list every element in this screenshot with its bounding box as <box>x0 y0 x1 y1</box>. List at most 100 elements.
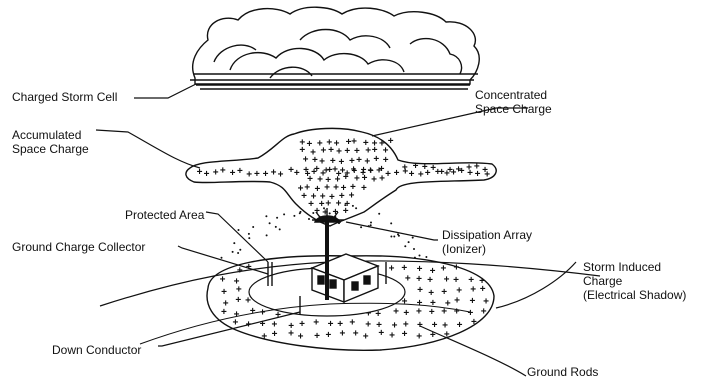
dissipation-line-1: Dissipation Array <box>442 228 532 242</box>
plus-mark: + <box>298 331 304 342</box>
field-dot <box>370 222 372 224</box>
plus-mark: + <box>288 329 294 340</box>
label-dissipation-array: Dissipation Array (Ionizer) <box>442 228 532 256</box>
label-storm-induced-charge: Storm Induced Charge (Electrical Shadow) <box>583 260 686 302</box>
plus-mark: + <box>303 154 309 165</box>
plus-mark: + <box>430 163 436 174</box>
plus-mark: + <box>471 317 477 328</box>
plus-mark: + <box>349 318 355 329</box>
field-dot <box>370 224 372 226</box>
field-dot <box>390 236 392 238</box>
plus-mark: + <box>301 191 307 202</box>
field-dot <box>352 205 354 207</box>
plus-mark: + <box>213 168 219 179</box>
plus-mark: + <box>250 306 256 317</box>
plus-mark: + <box>389 263 395 274</box>
plus-mark: + <box>328 145 334 156</box>
plus-mark: + <box>440 263 446 274</box>
plus-mark: + <box>417 285 423 296</box>
plus-mark: + <box>402 329 408 340</box>
plus-mark: + <box>230 168 236 179</box>
label-ground-rods: Ground Rods <box>527 365 598 379</box>
plus-mark: + <box>388 136 394 147</box>
plus-mark: + <box>378 328 384 339</box>
plus-mark: + <box>481 306 487 317</box>
plus-mark: + <box>197 167 203 178</box>
label-down-conductor: Down Conductor <box>52 343 141 357</box>
plus-mark: + <box>325 330 331 341</box>
plus-mark: + <box>221 287 227 298</box>
field-dot <box>221 257 223 259</box>
field-dot <box>308 218 310 220</box>
field-dot <box>378 213 380 215</box>
field-dot <box>355 207 357 209</box>
field-dot <box>323 207 325 209</box>
plus-mark: + <box>453 263 459 274</box>
plus-mark: + <box>237 166 243 177</box>
plus-mark: + <box>261 332 267 343</box>
storm-induced-line-1: Storm Induced <box>583 260 686 274</box>
dissipation-line-2: (Ionizer) <box>442 242 532 256</box>
plus-mark: + <box>447 165 453 176</box>
plus-mark: + <box>454 307 460 318</box>
label-concentrated-space-charge: Concentrated Space Charge <box>475 88 552 116</box>
plus-mark: + <box>371 174 377 185</box>
plus-mark: + <box>272 329 278 340</box>
plus-mark: + <box>263 169 269 180</box>
field-dot <box>404 245 406 247</box>
plus-mark: + <box>469 296 475 307</box>
field-dot <box>266 234 268 236</box>
field-dot <box>232 251 234 253</box>
plus-mark: + <box>246 170 252 181</box>
label-ground-charge-collector: Ground Charge Collector <box>12 240 145 254</box>
plus-mark: + <box>393 307 399 318</box>
plus-mark: + <box>361 183 367 194</box>
plus-mark: + <box>441 287 447 298</box>
field-dot <box>293 215 295 217</box>
field-dot <box>397 233 399 235</box>
field-dot <box>425 256 427 258</box>
plus-mark: + <box>363 331 369 342</box>
field-dot <box>248 233 250 235</box>
plus-mark: + <box>260 307 266 318</box>
plus-mark: + <box>339 328 345 339</box>
plus-mark: + <box>405 273 411 284</box>
plus-mark: + <box>416 274 422 285</box>
field-dot <box>252 226 254 228</box>
plus-mark: + <box>480 284 486 295</box>
plus-mark: + <box>416 307 422 318</box>
field-dot <box>279 228 281 230</box>
plus-mark: + <box>278 170 284 181</box>
label-charged-storm-cell: Charged Storm Cell <box>12 90 117 104</box>
plus-mark: + <box>221 307 227 318</box>
accumulated-line-2: Space Charge <box>12 142 89 156</box>
plus-mark: + <box>365 320 371 331</box>
plus-mark: + <box>220 166 226 177</box>
plus-mark: + <box>294 168 300 179</box>
plus-mark: + <box>389 331 395 342</box>
field-dot <box>360 226 362 228</box>
plus-mark: + <box>427 275 433 286</box>
label-accumulated-space-charge: Accumulated Space Charge <box>12 128 89 156</box>
plus-mark: + <box>456 165 462 176</box>
plus-mark: + <box>314 331 320 342</box>
plus-mark: + <box>470 284 476 295</box>
field-dot <box>419 255 421 257</box>
field-dot <box>312 212 314 214</box>
accumulated-line-1: Accumulated <box>12 128 89 142</box>
plus-mark: + <box>220 275 226 286</box>
plus-mark: + <box>482 165 488 176</box>
plus-mark: + <box>403 308 409 319</box>
plus-mark: + <box>365 145 371 156</box>
field-dot <box>265 215 267 217</box>
plus-mark: + <box>299 319 305 330</box>
field-dot <box>269 222 271 224</box>
plus-mark: + <box>429 307 435 318</box>
plus-mark: + <box>457 320 463 331</box>
plus-mark: + <box>254 169 260 180</box>
plus-mark: + <box>204 169 210 180</box>
field-dot <box>299 212 301 214</box>
field-dot <box>275 226 277 228</box>
field-dot <box>248 237 250 239</box>
